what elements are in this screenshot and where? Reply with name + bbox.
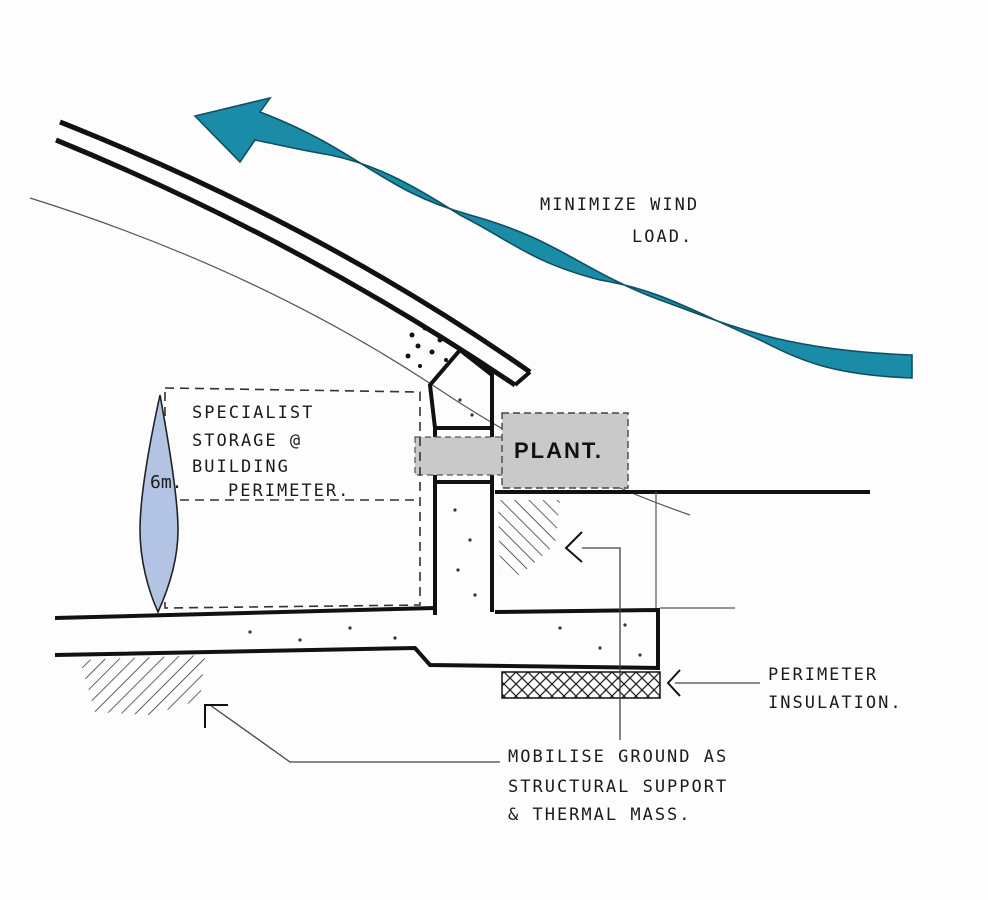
- storage-label-line2: STORAGE @: [192, 431, 302, 451]
- plant-label: PLANT.: [514, 438, 603, 463]
- wall-stipple: [453, 398, 477, 597]
- roof-support-node: [427, 347, 494, 430]
- ground-arrow-head: [204, 704, 228, 728]
- storage-label-line1: SPECIALIST: [192, 403, 314, 423]
- slab-bottom: [54, 645, 661, 670]
- ground-arrow-head-2: [564, 531, 583, 563]
- stipple-dots: [405, 325, 448, 368]
- wind-label-line2: LOAD.: [632, 227, 693, 247]
- earth-hatch-right: [498, 500, 560, 575]
- dimension-bar: [139, 394, 179, 614]
- ground-label-line2: STRUCTURAL SUPPORT: [508, 777, 728, 797]
- roof-outer-line: [59, 119, 532, 375]
- slab-stipple: [248, 623, 642, 657]
- roof-inner-line: [55, 137, 517, 388]
- ground-leader-2: [582, 547, 621, 740]
- lower-floor-line: [494, 607, 660, 668]
- wind-arrow: [193, 96, 913, 379]
- insulation-arrow-head: [666, 669, 681, 697]
- storage-label-line3: BUILDING: [192, 457, 290, 477]
- ground-label-line1: MOBILISE GROUND AS: [508, 747, 728, 767]
- roof-end-cap: [513, 370, 532, 387]
- dimension-label: 6m.: [150, 472, 183, 493]
- wind-label-line1: MINIMIZE WIND: [540, 195, 699, 215]
- ground-label-line3: & THERMAL MASS.: [508, 805, 692, 825]
- upper-floor-line: [54, 606, 436, 620]
- plant-box: [501, 412, 629, 489]
- earth-hatch-left: [80, 655, 205, 715]
- duct: [414, 436, 511, 476]
- storage-label-line4: PERIMETER.: [228, 481, 350, 501]
- perimeter-insulation: [501, 671, 661, 699]
- insulation-label-line1: PERIMETER: [768, 665, 878, 685]
- insulation-label-line2: INSULATION.: [768, 693, 903, 713]
- ground-leader: [209, 704, 500, 763]
